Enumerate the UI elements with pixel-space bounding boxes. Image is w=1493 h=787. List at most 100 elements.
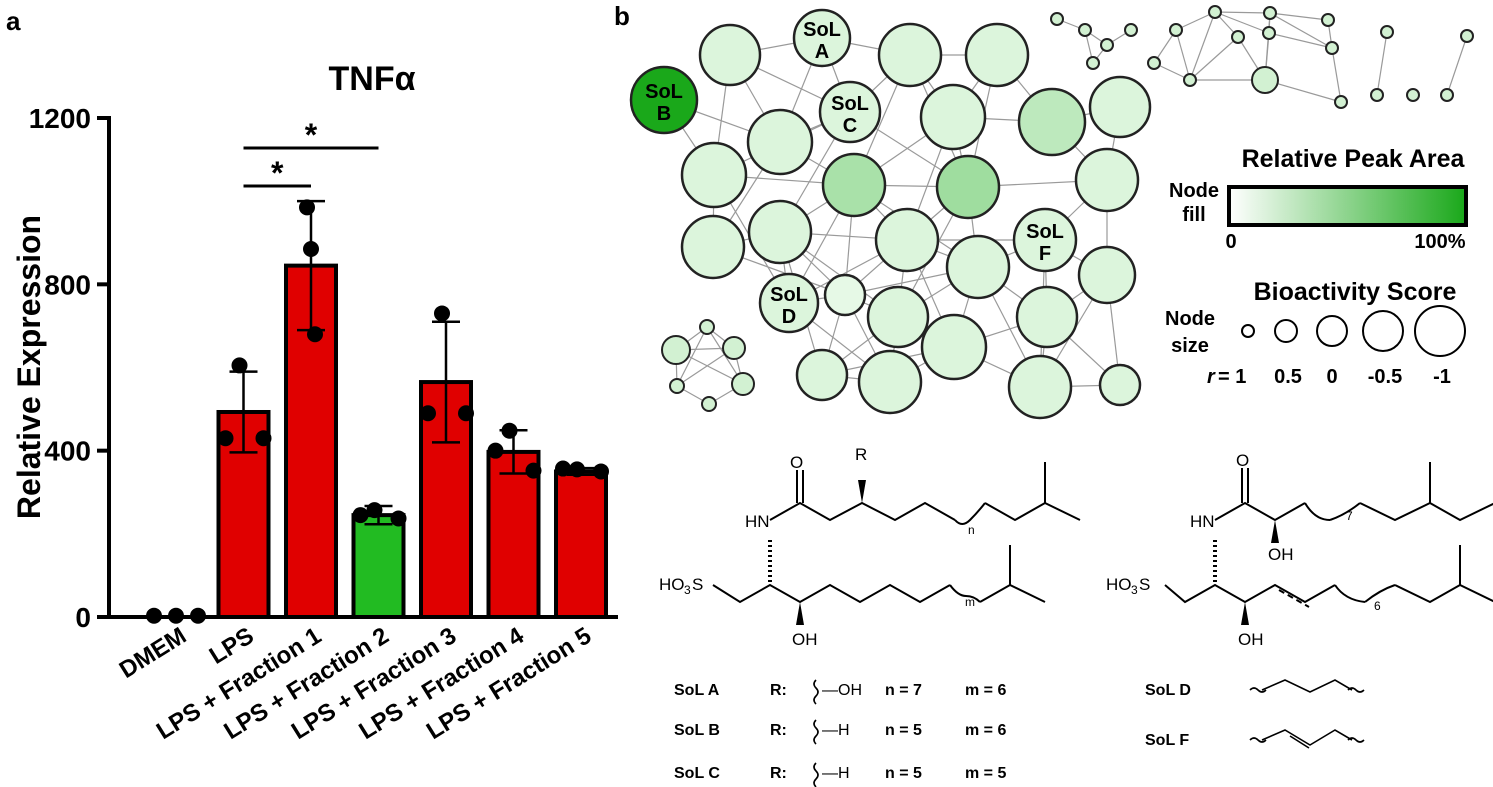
subscript-7: 7 bbox=[1346, 509, 1353, 523]
data-point bbox=[366, 502, 383, 519]
atom-ho3s-sub: 3 bbox=[684, 583, 691, 597]
row-f-name: SoL F bbox=[1145, 732, 1189, 749]
network-node bbox=[1169, 23, 1183, 37]
y-tick-label: 0 bbox=[75, 602, 91, 633]
data-point bbox=[525, 462, 542, 479]
structure-right-wedge-top bbox=[1271, 520, 1279, 543]
data-point bbox=[303, 240, 319, 257]
network-node bbox=[1321, 13, 1335, 27]
network-node bbox=[747, 199, 813, 265]
network-node bbox=[722, 336, 746, 360]
data-point bbox=[299, 199, 315, 216]
row-b-n: n = 5 bbox=[885, 722, 922, 739]
panel-label-a: a bbox=[6, 6, 21, 36]
row-b-r: R: bbox=[770, 722, 787, 739]
node-label: C bbox=[843, 115, 857, 137]
network-node bbox=[698, 23, 762, 87]
data-point bbox=[255, 430, 272, 447]
small-cluster bbox=[661, 319, 755, 412]
atom-oh-top: OH bbox=[1268, 545, 1294, 564]
row-c-n: n = 5 bbox=[885, 765, 922, 782]
network-edge bbox=[676, 326, 708, 387]
atom-oh: OH bbox=[792, 630, 818, 649]
data-point bbox=[390, 510, 407, 527]
row-d-name: SoL D bbox=[1145, 682, 1191, 699]
network-node bbox=[661, 335, 691, 365]
data-point bbox=[555, 460, 571, 477]
network-node bbox=[1124, 23, 1138, 37]
data-point bbox=[190, 607, 206, 624]
network-node bbox=[945, 234, 1011, 300]
wavy-bond-c bbox=[813, 762, 819, 787]
row-a-n: n = 7 bbox=[885, 682, 922, 699]
fill-gradient-bar bbox=[1227, 185, 1468, 227]
row-c-name: SoL C bbox=[674, 765, 720, 782]
size-legend-value-3: 0 bbox=[1326, 366, 1337, 388]
network-node bbox=[1370, 88, 1384, 102]
structure-left-labels: O R HN HO 3 S OH n m bbox=[659, 445, 975, 649]
structure-left-bonds bbox=[712, 462, 1081, 604]
double-bond-f bbox=[1289, 735, 1310, 749]
size-legend-label-1: Node bbox=[1165, 308, 1215, 330]
network-node bbox=[1086, 56, 1100, 70]
network-node bbox=[920, 313, 988, 381]
atom-ho3s: HO bbox=[659, 575, 685, 594]
size-legend-value-4: -0.5 bbox=[1368, 366, 1402, 388]
size-legend-r: r bbox=[1207, 366, 1216, 388]
atom-r: R bbox=[855, 445, 867, 464]
node-label: SoL bbox=[645, 81, 683, 103]
network-node bbox=[1100, 38, 1114, 52]
panel-label-b: b bbox=[614, 1, 630, 31]
network-edge bbox=[1269, 12, 1333, 49]
network-node bbox=[1078, 23, 1092, 37]
y-tick-label: 400 bbox=[44, 436, 91, 467]
network-node bbox=[818, 80, 882, 144]
network-node bbox=[1262, 26, 1276, 40]
node-label: SoL bbox=[1026, 221, 1064, 243]
data-point bbox=[307, 326, 323, 343]
network-node bbox=[680, 214, 746, 280]
y-tick-label: 800 bbox=[44, 269, 91, 300]
network-edge bbox=[1189, 11, 1216, 81]
network-node bbox=[699, 319, 715, 335]
subscript-6: 6 bbox=[1374, 599, 1381, 613]
network-node bbox=[1406, 88, 1420, 102]
size-legend-circle-2 bbox=[1274, 319, 1298, 343]
row-a-r: R: bbox=[770, 682, 787, 699]
network-node bbox=[1098, 363, 1142, 407]
wavy-bond-a bbox=[813, 679, 819, 705]
network-node bbox=[1251, 66, 1279, 94]
network-node bbox=[1263, 6, 1277, 20]
rgroup-table: SoL A R: —OH n = 7 m = 6 SoL B R: —H n =… bbox=[674, 682, 1191, 782]
network-node bbox=[1231, 30, 1245, 44]
fill-legend-label-1: Node bbox=[1169, 180, 1219, 202]
row-b-group: —H bbox=[822, 722, 850, 739]
network-node bbox=[821, 152, 887, 218]
network-edge bbox=[1175, 11, 1216, 31]
network-edge bbox=[1214, 11, 1270, 34]
data-point bbox=[593, 463, 609, 480]
data-point bbox=[168, 607, 184, 624]
significance-star: * bbox=[271, 155, 284, 191]
network-node bbox=[1440, 88, 1454, 102]
row-c-group: —H bbox=[822, 765, 850, 782]
node-label: SoL bbox=[803, 19, 841, 41]
wavy-d-right bbox=[1347, 687, 1365, 693]
y-axis-label: Relative Expression bbox=[11, 215, 47, 519]
fill-legend-max: 100% bbox=[1414, 231, 1465, 253]
network-node bbox=[857, 349, 923, 415]
node-label: F bbox=[1039, 243, 1051, 265]
fill-legend-title: Relative Peak Area bbox=[1242, 145, 1466, 173]
small-cluster bbox=[1050, 12, 1138, 70]
small-cluster bbox=[1147, 5, 1348, 109]
size-legend-value-5: -1 bbox=[1433, 366, 1451, 388]
structure-left-wedge-r bbox=[858, 480, 866, 503]
data-point bbox=[501, 422, 518, 439]
linker-f bbox=[1261, 729, 1353, 746]
network-node bbox=[1460, 29, 1474, 43]
network-node bbox=[1088, 75, 1152, 139]
network-node bbox=[964, 22, 1030, 88]
